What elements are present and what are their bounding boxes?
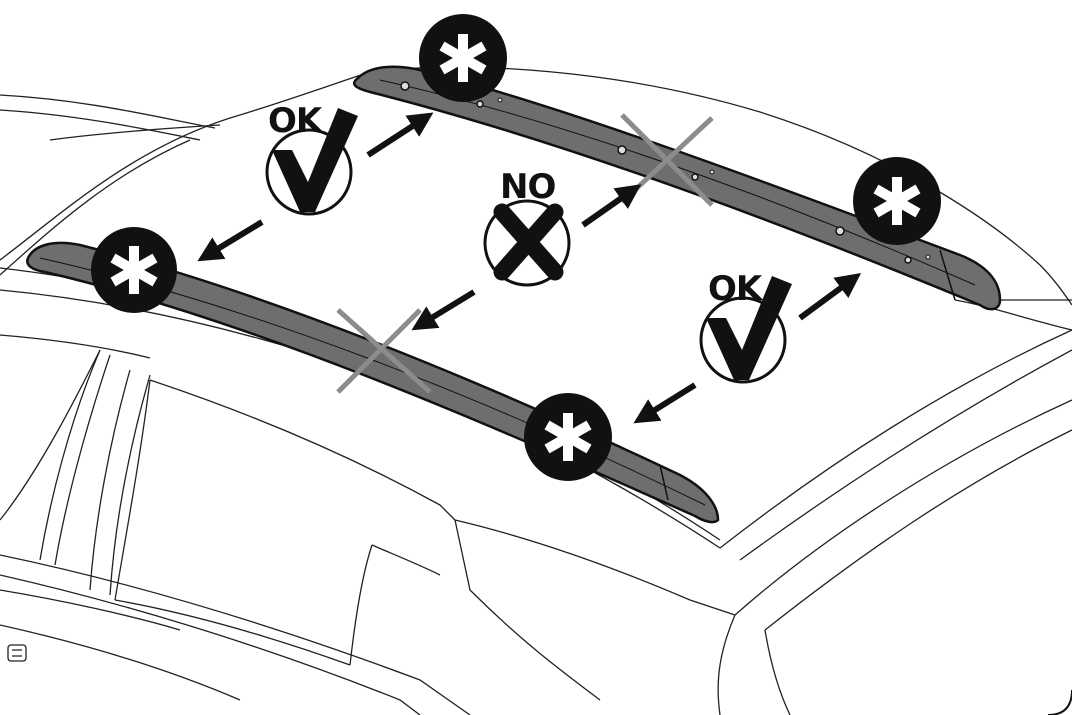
no-label: NO xyxy=(500,167,555,207)
rail-bolt xyxy=(926,255,930,259)
no-indicator: NO xyxy=(485,167,569,285)
rail-bolt xyxy=(618,146,626,154)
ok-label-left: OK xyxy=(268,101,324,141)
arrow-icon xyxy=(206,222,262,256)
rail-bolt xyxy=(498,98,502,102)
rail-bolt xyxy=(401,82,409,90)
ok-indicator-right: OK xyxy=(701,269,792,382)
asterisk-icon xyxy=(419,14,507,102)
panel-corner xyxy=(1048,690,1072,715)
arrow-icon xyxy=(800,279,853,318)
ok-indicator-left: OK xyxy=(267,101,358,214)
arrow-icon xyxy=(583,190,633,225)
arrow-icon xyxy=(420,292,474,325)
rail-bolt xyxy=(692,174,698,180)
rail-bolt xyxy=(477,101,483,107)
rail-bolt xyxy=(710,170,714,174)
ok-label-right: OK xyxy=(708,269,764,309)
asterisk-icon xyxy=(853,157,941,245)
arrow-icon xyxy=(368,118,425,155)
rail-bolt xyxy=(905,257,911,263)
asterisk-icon xyxy=(524,393,612,481)
asterisk-icon xyxy=(91,227,177,313)
arrow-icon xyxy=(642,385,695,418)
rail-bolt xyxy=(836,227,844,235)
